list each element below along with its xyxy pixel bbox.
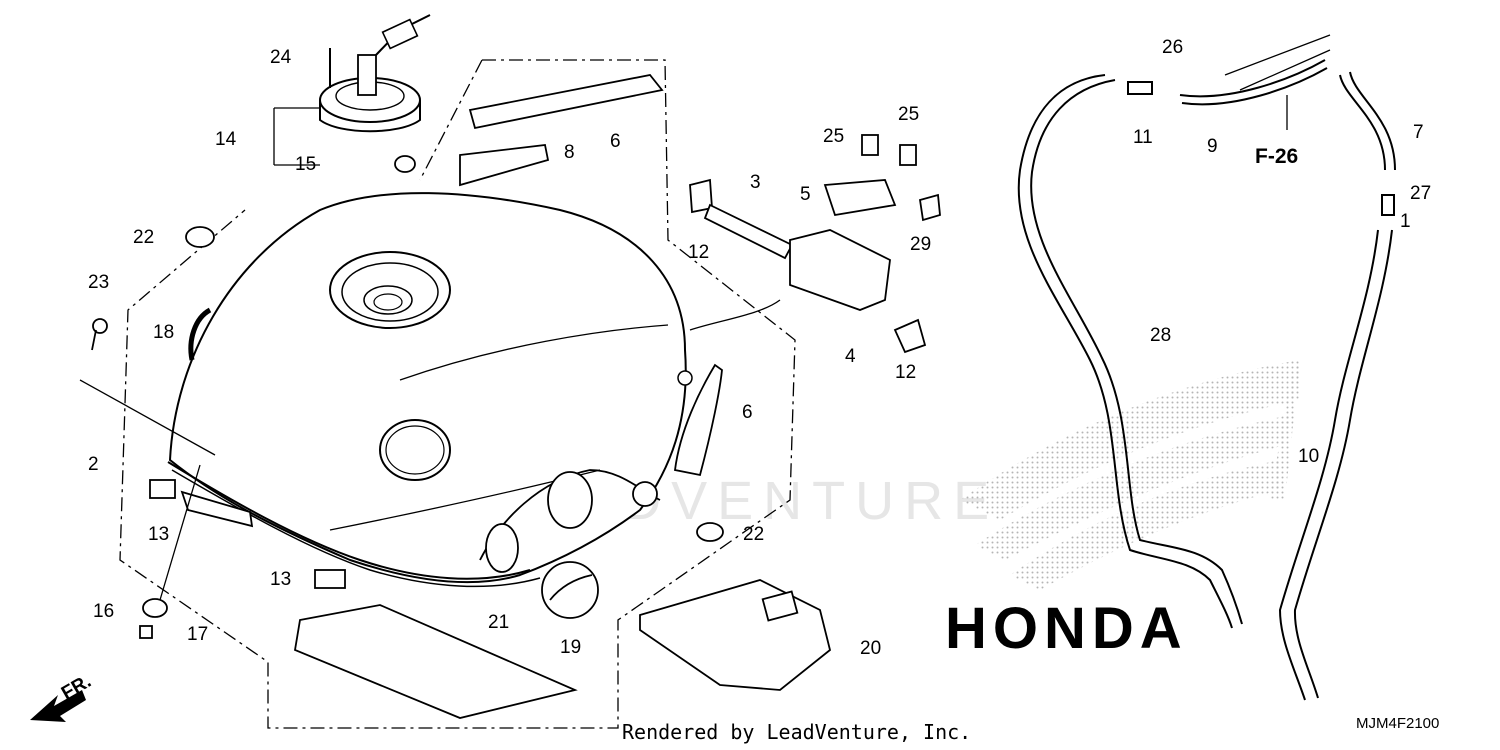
callout-6-upper: 6 (610, 131, 621, 152)
callout-15: 15 (295, 154, 316, 175)
honda-wing-logo: HONDA (945, 360, 1300, 661)
callout-17: 17 (187, 624, 208, 645)
callout-28: 28 (1150, 325, 1171, 346)
callout-5: 5 (800, 184, 811, 205)
assembly-boundary (119, 59, 796, 729)
callout-19: 19 (560, 637, 581, 658)
fuel-tank (167, 192, 781, 588)
callout-12-upper: 12 (688, 242, 709, 263)
callout-1: 1 (1400, 211, 1411, 232)
callout-7: 7 (1413, 122, 1424, 143)
callout-29: 29 (910, 234, 931, 255)
front-label: FR. (58, 671, 95, 704)
callout-21: 21 (488, 612, 509, 633)
callout-24: 24 (270, 47, 292, 68)
callout-6-lower: 6 (742, 402, 753, 423)
callout-18: 18 (153, 322, 174, 343)
callout-23: 23 (88, 272, 109, 293)
callout-3: 3 (750, 172, 761, 193)
callout-16: 16 (93, 601, 114, 622)
callout-25-left: 25 (823, 126, 844, 147)
mount-hardware (689, 134, 941, 354)
small-parts (91, 74, 832, 719)
leader-lines (79, 34, 1331, 601)
front-direction-arrow: FR. (30, 671, 95, 722)
callout-8: 8 (564, 142, 575, 163)
callout-25-right: 25 (898, 104, 919, 125)
fuel-cap (319, 14, 431, 133)
callout-27: 27 (1410, 183, 1431, 204)
callout-11: 11 (1133, 127, 1153, 148)
callout-26: 26 (1162, 37, 1183, 58)
callout-labels: 1 2 3 4 5 6 6 7 8 9 10 11 12 12 13 13 14… (88, 37, 1431, 659)
callout-10: 10 (1298, 446, 1319, 467)
diagram-code: MJM4F2100 (1356, 715, 1440, 732)
honda-logo-text: HONDA (945, 596, 1188, 661)
callout-9: 9 (1207, 136, 1218, 157)
callout-20: 20 (860, 638, 881, 659)
hoses (1017, 59, 1396, 701)
callout-14: 14 (215, 129, 237, 150)
callout-22-lower: 22 (743, 524, 764, 545)
callout-2: 2 (88, 454, 99, 475)
figure-reference: F-26 (1255, 145, 1298, 168)
callout-4: 4 (845, 346, 856, 367)
callout-12-lower: 12 (895, 362, 916, 383)
callout-22-upper: 22 (133, 227, 154, 248)
render-credit: Rendered by LeadVenture, Inc. (622, 720, 972, 744)
callout-13-left: 13 (148, 524, 169, 545)
callout-13-bottom: 13 (270, 569, 291, 590)
